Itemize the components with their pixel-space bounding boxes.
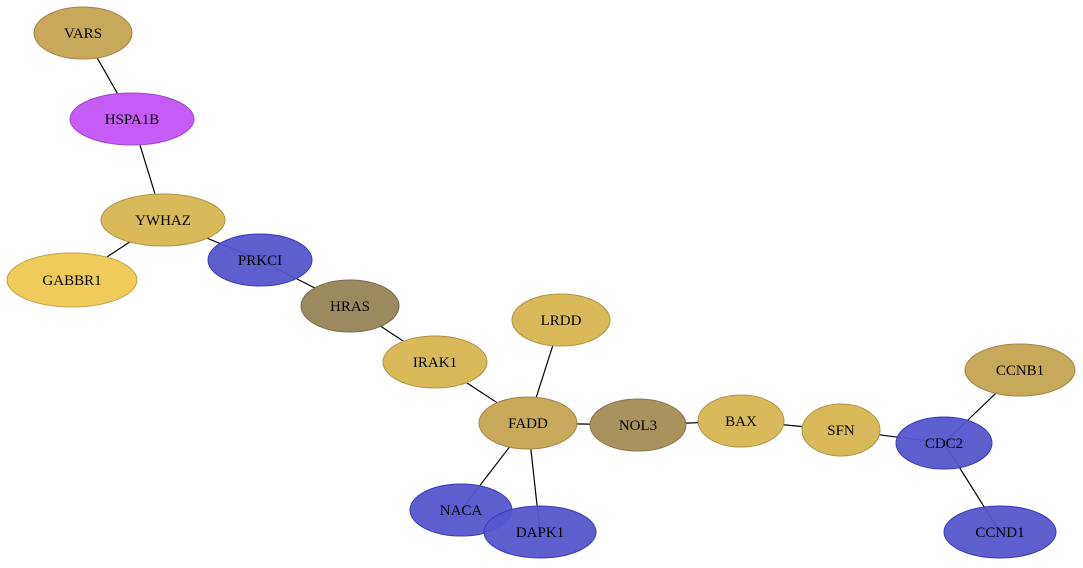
- node-ellipse: [69, 92, 195, 146]
- node-label: PRKCI: [238, 253, 282, 269]
- node-lrdd[interactable]: LRDD: [511, 293, 611, 347]
- node-irak1[interactable]: IRAK1: [382, 335, 488, 389]
- node-hras[interactable]: HRAS: [300, 279, 400, 333]
- node-ellipse: [33, 6, 133, 60]
- node-label: CCNB1: [996, 363, 1044, 379]
- node-label: LRDD: [541, 313, 582, 329]
- node-label: HRAS: [330, 299, 370, 315]
- node-ellipse: [478, 396, 578, 450]
- node-naca[interactable]: NACA: [409, 483, 513, 537]
- node-vars[interactable]: VARS: [33, 6, 133, 60]
- node-prkci[interactable]: PRKCI: [207, 233, 313, 287]
- node-ellipse: [697, 394, 785, 448]
- node-sfn[interactable]: SFN: [801, 403, 881, 457]
- node-ccnd1[interactable]: CCND1: [943, 505, 1057, 559]
- node-label: FADD: [508, 416, 548, 432]
- node-label: BAX: [725, 414, 757, 430]
- node-dapk1[interactable]: DAPK1: [483, 505, 597, 559]
- node-label: SFN: [827, 423, 855, 439]
- node-ellipse: [964, 343, 1076, 397]
- node-ellipse: [589, 398, 687, 452]
- node-label: DAPK1: [516, 525, 564, 541]
- node-ellipse: [511, 293, 611, 347]
- node-ellipse: [483, 505, 597, 559]
- node-label: GABBR1: [42, 273, 101, 289]
- node-ellipse: [207, 233, 313, 287]
- node-label: CDC2: [925, 436, 963, 452]
- node-label: HSPA1B: [105, 112, 159, 128]
- node-ellipse: [300, 279, 400, 333]
- node-fadd[interactable]: FADD: [478, 396, 578, 450]
- node-ellipse: [943, 505, 1057, 559]
- node-label: IRAK1: [413, 355, 457, 371]
- node-bax[interactable]: BAX: [697, 394, 785, 448]
- edge-layer: [71, 32, 1021, 533]
- node-hspa1b[interactable]: HSPA1B: [69, 92, 195, 146]
- node-layer: VARS HSPA1B YWHAZ GABBR1 PRKCI HRAS IRAK1 LRDD F…: [6, 6, 1076, 559]
- node-nol3[interactable]: NOL3: [589, 398, 687, 452]
- node-ellipse: [6, 252, 138, 308]
- node-gabbr1[interactable]: GABBR1: [6, 252, 138, 308]
- node-label: NOL3: [619, 418, 657, 434]
- node-ellipse: [895, 416, 993, 470]
- node-ellipse: [100, 193, 226, 247]
- node-label: VARS: [64, 26, 102, 42]
- node-ywhaz[interactable]: YWHAZ: [100, 193, 226, 247]
- node-cdc2[interactable]: CDC2: [895, 416, 993, 470]
- node-ellipse: [382, 335, 488, 389]
- node-label: NACA: [440, 503, 483, 519]
- node-ellipse: [801, 403, 881, 457]
- node-label: CCND1: [975, 525, 1024, 541]
- node-ccnb1[interactable]: CCNB1: [964, 343, 1076, 397]
- node-label: YWHAZ: [135, 213, 191, 229]
